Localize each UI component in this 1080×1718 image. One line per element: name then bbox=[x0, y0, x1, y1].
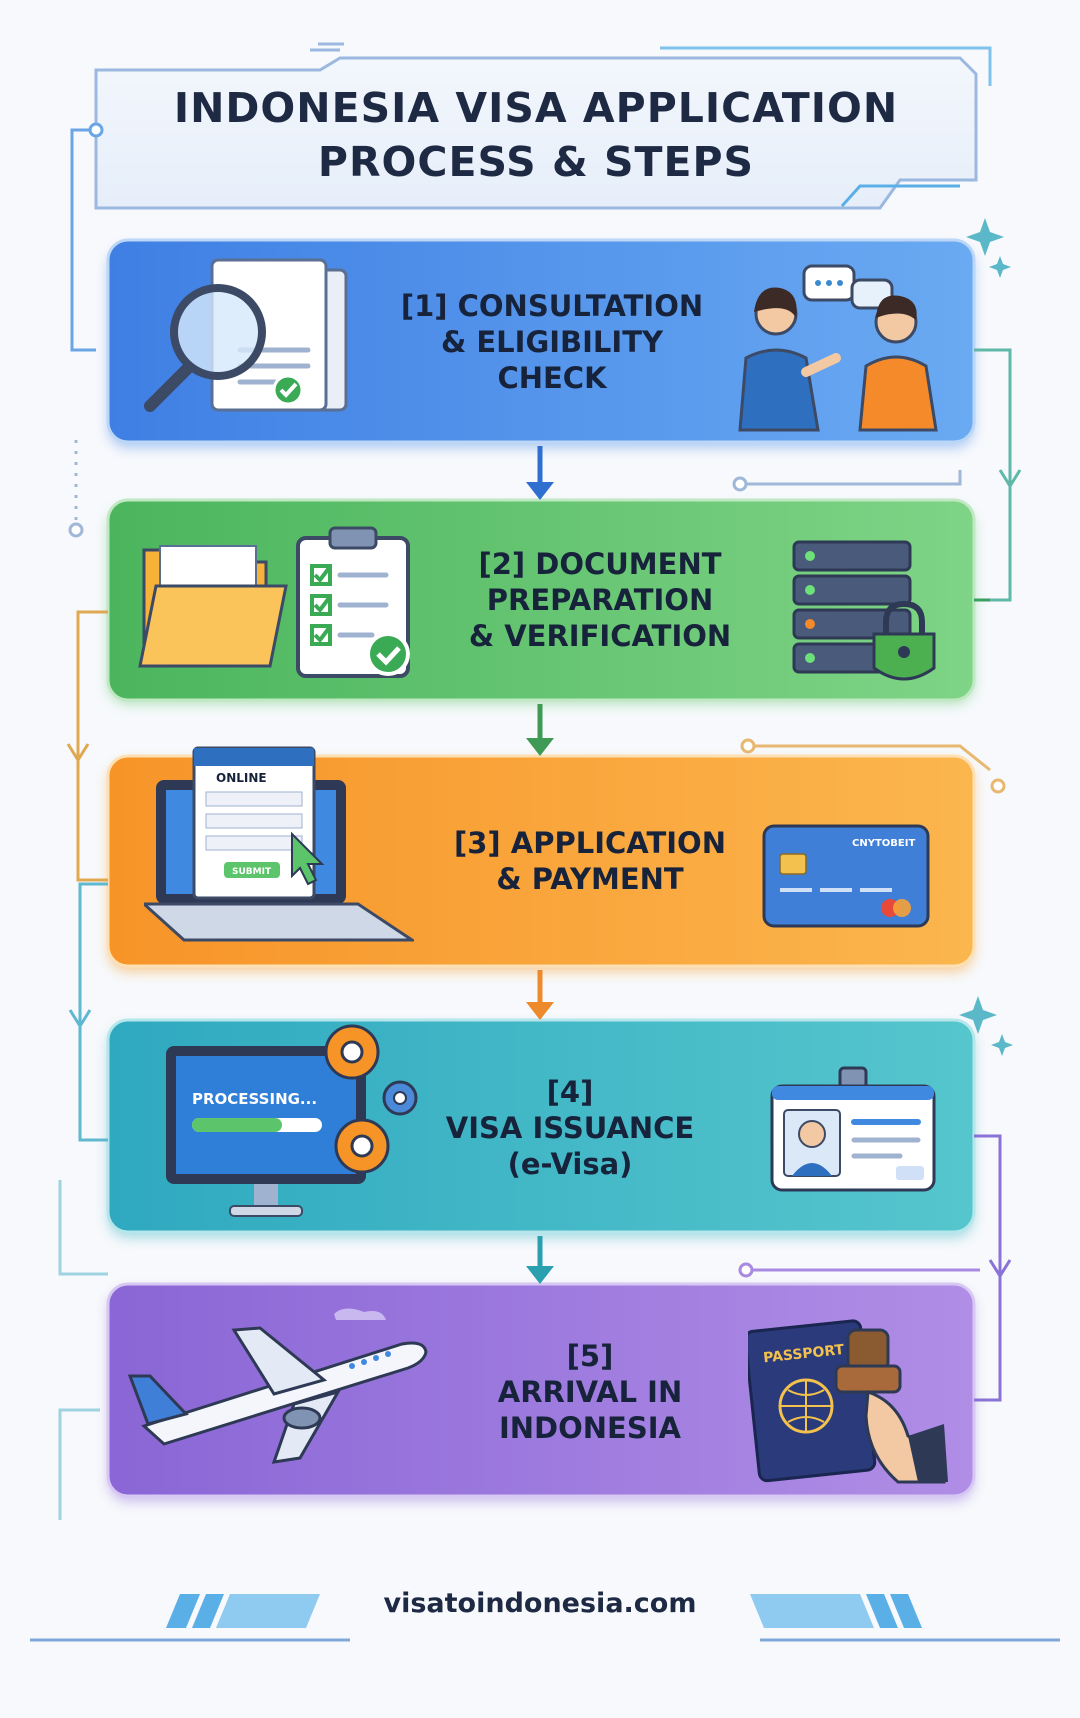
step-5-line-2: ARRIVAL IN bbox=[497, 1375, 683, 1409]
processing-label: PROCESSING... bbox=[192, 1090, 317, 1108]
step-2-line-3: & VERIFICATION bbox=[468, 619, 732, 653]
card-brand-label: CNYTOBEIT bbox=[852, 838, 915, 849]
step-3-line-2: & PAYMENT bbox=[496, 862, 684, 896]
submit-label: SUBMIT bbox=[232, 867, 272, 877]
step-4-line-1: [4] bbox=[546, 1075, 594, 1109]
title-line-1: INDONESIA VISA APPLICATION bbox=[173, 84, 899, 132]
processing-monitor-icon: PROCESSING... bbox=[166, 1024, 418, 1217]
magnifier-document-icon bbox=[144, 258, 348, 412]
step-1-text: [1] CONSULTATION & ELIGIBILITY CHECK bbox=[382, 254, 722, 430]
step-1-line-1: [1] CONSULTATION bbox=[400, 289, 704, 323]
step-2-line-2: PREPARATION bbox=[486, 583, 714, 617]
step-4-text: [4] VISA ISSUANCE (e-Visa) bbox=[400, 1040, 740, 1216]
credit-card-icon: CNYTOBEIT bbox=[762, 824, 930, 928]
step-5-line-1: [5] bbox=[566, 1339, 614, 1373]
step-3-text: [3] APPLICATION & PAYMENT bbox=[420, 776, 760, 946]
consultation-people-icon bbox=[738, 264, 938, 432]
step-4-line-2: VISA ISSUANCE bbox=[445, 1111, 695, 1145]
step-2-text: [2] DOCUMENT PREPARATION & VERIFICATION bbox=[430, 512, 770, 688]
flow-arrows bbox=[526, 446, 554, 1284]
folder-clipboard-icon bbox=[138, 526, 410, 678]
title-line-2: PROCESS & STEPS bbox=[317, 138, 755, 186]
step-1-line-3: CHECK bbox=[497, 361, 607, 395]
passport-stamp-icon: PASSPORT bbox=[748, 1319, 948, 1484]
footer: visatoindonesia.com bbox=[300, 1580, 780, 1626]
title-box: INDONESIA VISA APPLICATION PROCESS & STE… bbox=[96, 62, 976, 208]
laptop-online-form-icon: ONLINE SUBMIT bbox=[144, 746, 414, 942]
secure-server-icon bbox=[792, 540, 936, 681]
step-1-line-2: & ELIGIBILITY bbox=[440, 325, 663, 359]
online-label: ONLINE bbox=[216, 771, 267, 785]
footer-site-link[interactable]: visatoindonesia.com bbox=[383, 1587, 697, 1619]
id-badge-icon bbox=[770, 1066, 936, 1192]
step-2-line-1: [2] DOCUMENT bbox=[478, 547, 722, 581]
step-5-text: [5] ARRIVAL IN INDONESIA bbox=[420, 1304, 760, 1480]
step-5-line-3: INDONESIA bbox=[499, 1411, 681, 1445]
airplane-icon bbox=[127, 1308, 428, 1464]
step-4-line-3: (e-Visa) bbox=[507, 1147, 633, 1181]
step-3-line-1: [3] APPLICATION bbox=[454, 826, 726, 860]
